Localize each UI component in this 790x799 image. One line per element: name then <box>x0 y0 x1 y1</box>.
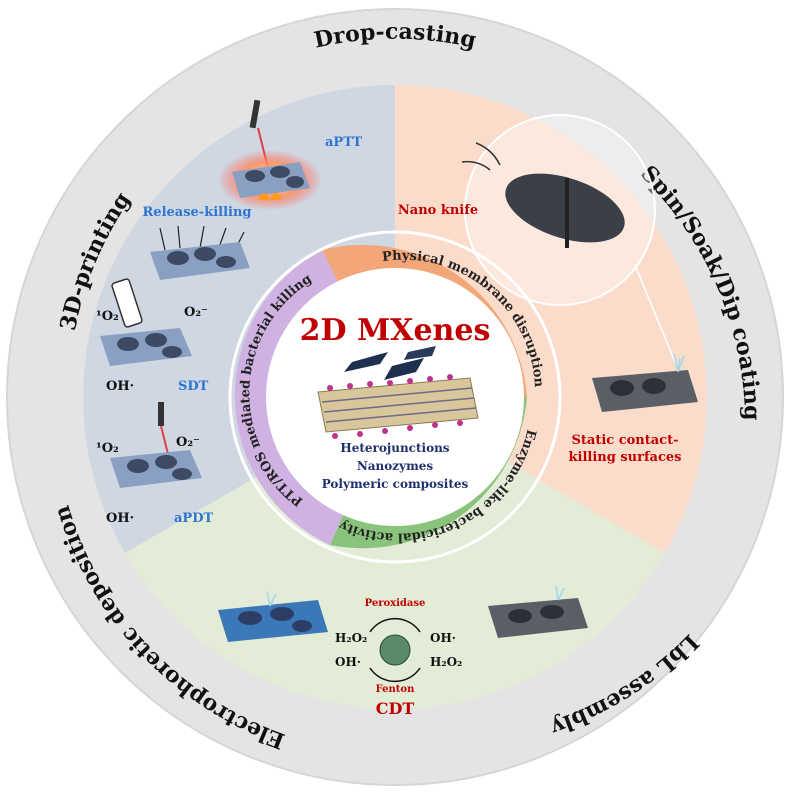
nanozyme-particle <box>369 617 421 683</box>
mxene-flakes <box>344 346 436 380</box>
sdt-superoxide: O₂⁻ <box>184 305 208 320</box>
bacterium-icon <box>461 142 625 248</box>
cdt-h2o2-left: H₂O₂ <box>335 631 367 645</box>
apdt-illustration <box>110 402 202 488</box>
apdt-superoxide: O₂⁻ <box>176 435 200 450</box>
label-sdt: SDT <box>178 379 209 394</box>
sdt-singlet-oxygen: ¹O₂ <box>96 309 119 324</box>
center-line-1: Heterojunctions <box>340 441 449 455</box>
label-apdt: aPDT <box>174 511 213 526</box>
center-line-3: Polymeric composites <box>322 477 469 491</box>
label-release-killing: Release-killing <box>143 205 252 220</box>
cdt-oh-left: OH· <box>335 655 361 669</box>
release-killing-illustration <box>150 225 250 280</box>
label-cdt: CDT <box>376 699 415 718</box>
connector-line <box>634 264 676 363</box>
label-static-contact-1: Static contact- <box>572 433 679 448</box>
mxene-crystal-structure <box>317 374 479 439</box>
center-title: 2D MXenes <box>300 313 491 348</box>
cdt-h2o2-right: H₂O₂ <box>430 655 462 669</box>
apdt-singlet-oxygen: ¹O₂ <box>96 441 119 456</box>
label-fenton: Fenton <box>376 684 415 695</box>
center-line-2: Nanozymes <box>357 459 434 473</box>
label-static-contact-2: killing surfaces <box>569 450 682 465</box>
electrophoretic-surface-illustration <box>218 591 328 642</box>
aptt-illustration <box>218 99 322 210</box>
label-aptt: aPTT <box>325 135 362 150</box>
static-contact-surface-illustration <box>592 353 698 412</box>
label-peroxidase: Peroxidase <box>365 598 426 609</box>
apdt-hydroxyl: OH· <box>106 511 134 526</box>
sdt-illustration <box>100 278 192 366</box>
label-nano-knife: Nano knife <box>398 203 478 218</box>
lbl-surface-illustration <box>488 585 588 638</box>
sdt-hydroxyl: OH· <box>106 379 134 394</box>
cdt-oh-right: OH· <box>430 631 456 645</box>
